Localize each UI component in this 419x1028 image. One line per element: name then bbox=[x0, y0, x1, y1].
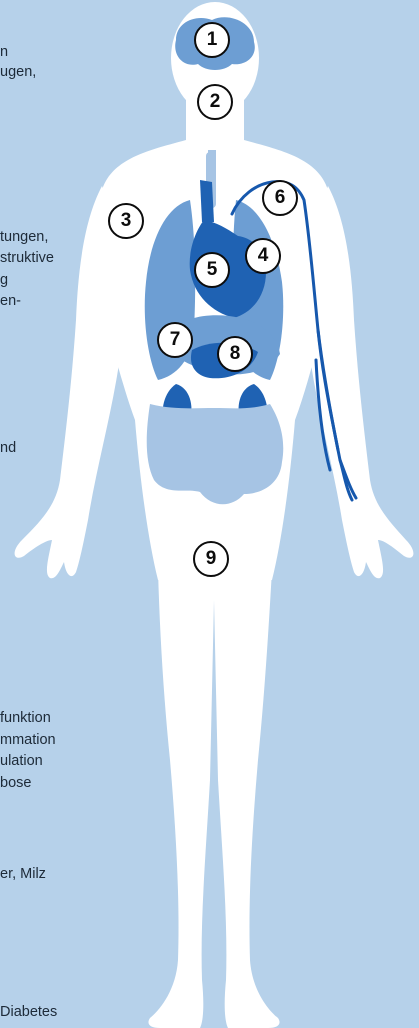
badge-8: 8 bbox=[217, 336, 253, 372]
badge-4: 4 bbox=[245, 238, 281, 274]
neck-vessel-shape bbox=[208, 150, 216, 164]
text-fragment: en- bbox=[0, 291, 21, 311]
badge-3: 3 bbox=[108, 203, 144, 239]
badge-1: 1 bbox=[194, 22, 230, 58]
text-fragment: mmation bbox=[0, 730, 56, 750]
text-fragment: Diabetes bbox=[0, 1002, 57, 1022]
text-fragment: funktion bbox=[0, 708, 51, 728]
text-fragment: g bbox=[0, 270, 8, 290]
text-fragment: bose bbox=[0, 773, 31, 793]
badge-6: 6 bbox=[262, 180, 298, 216]
text-fragment: ugen, bbox=[0, 62, 36, 82]
text-fragment: n bbox=[0, 42, 8, 62]
badge-9: 9 bbox=[193, 541, 229, 577]
text-fragment: tungen, bbox=[0, 227, 48, 247]
badge-7: 7 bbox=[157, 322, 193, 358]
badge-5: 5 bbox=[194, 252, 230, 288]
text-fragment: ulation bbox=[0, 751, 43, 771]
text-fragment: struktive bbox=[0, 248, 54, 268]
text-fragment: er, Milz bbox=[0, 864, 46, 884]
text-fragment: nd bbox=[0, 438, 16, 458]
badge-2: 2 bbox=[197, 84, 233, 120]
